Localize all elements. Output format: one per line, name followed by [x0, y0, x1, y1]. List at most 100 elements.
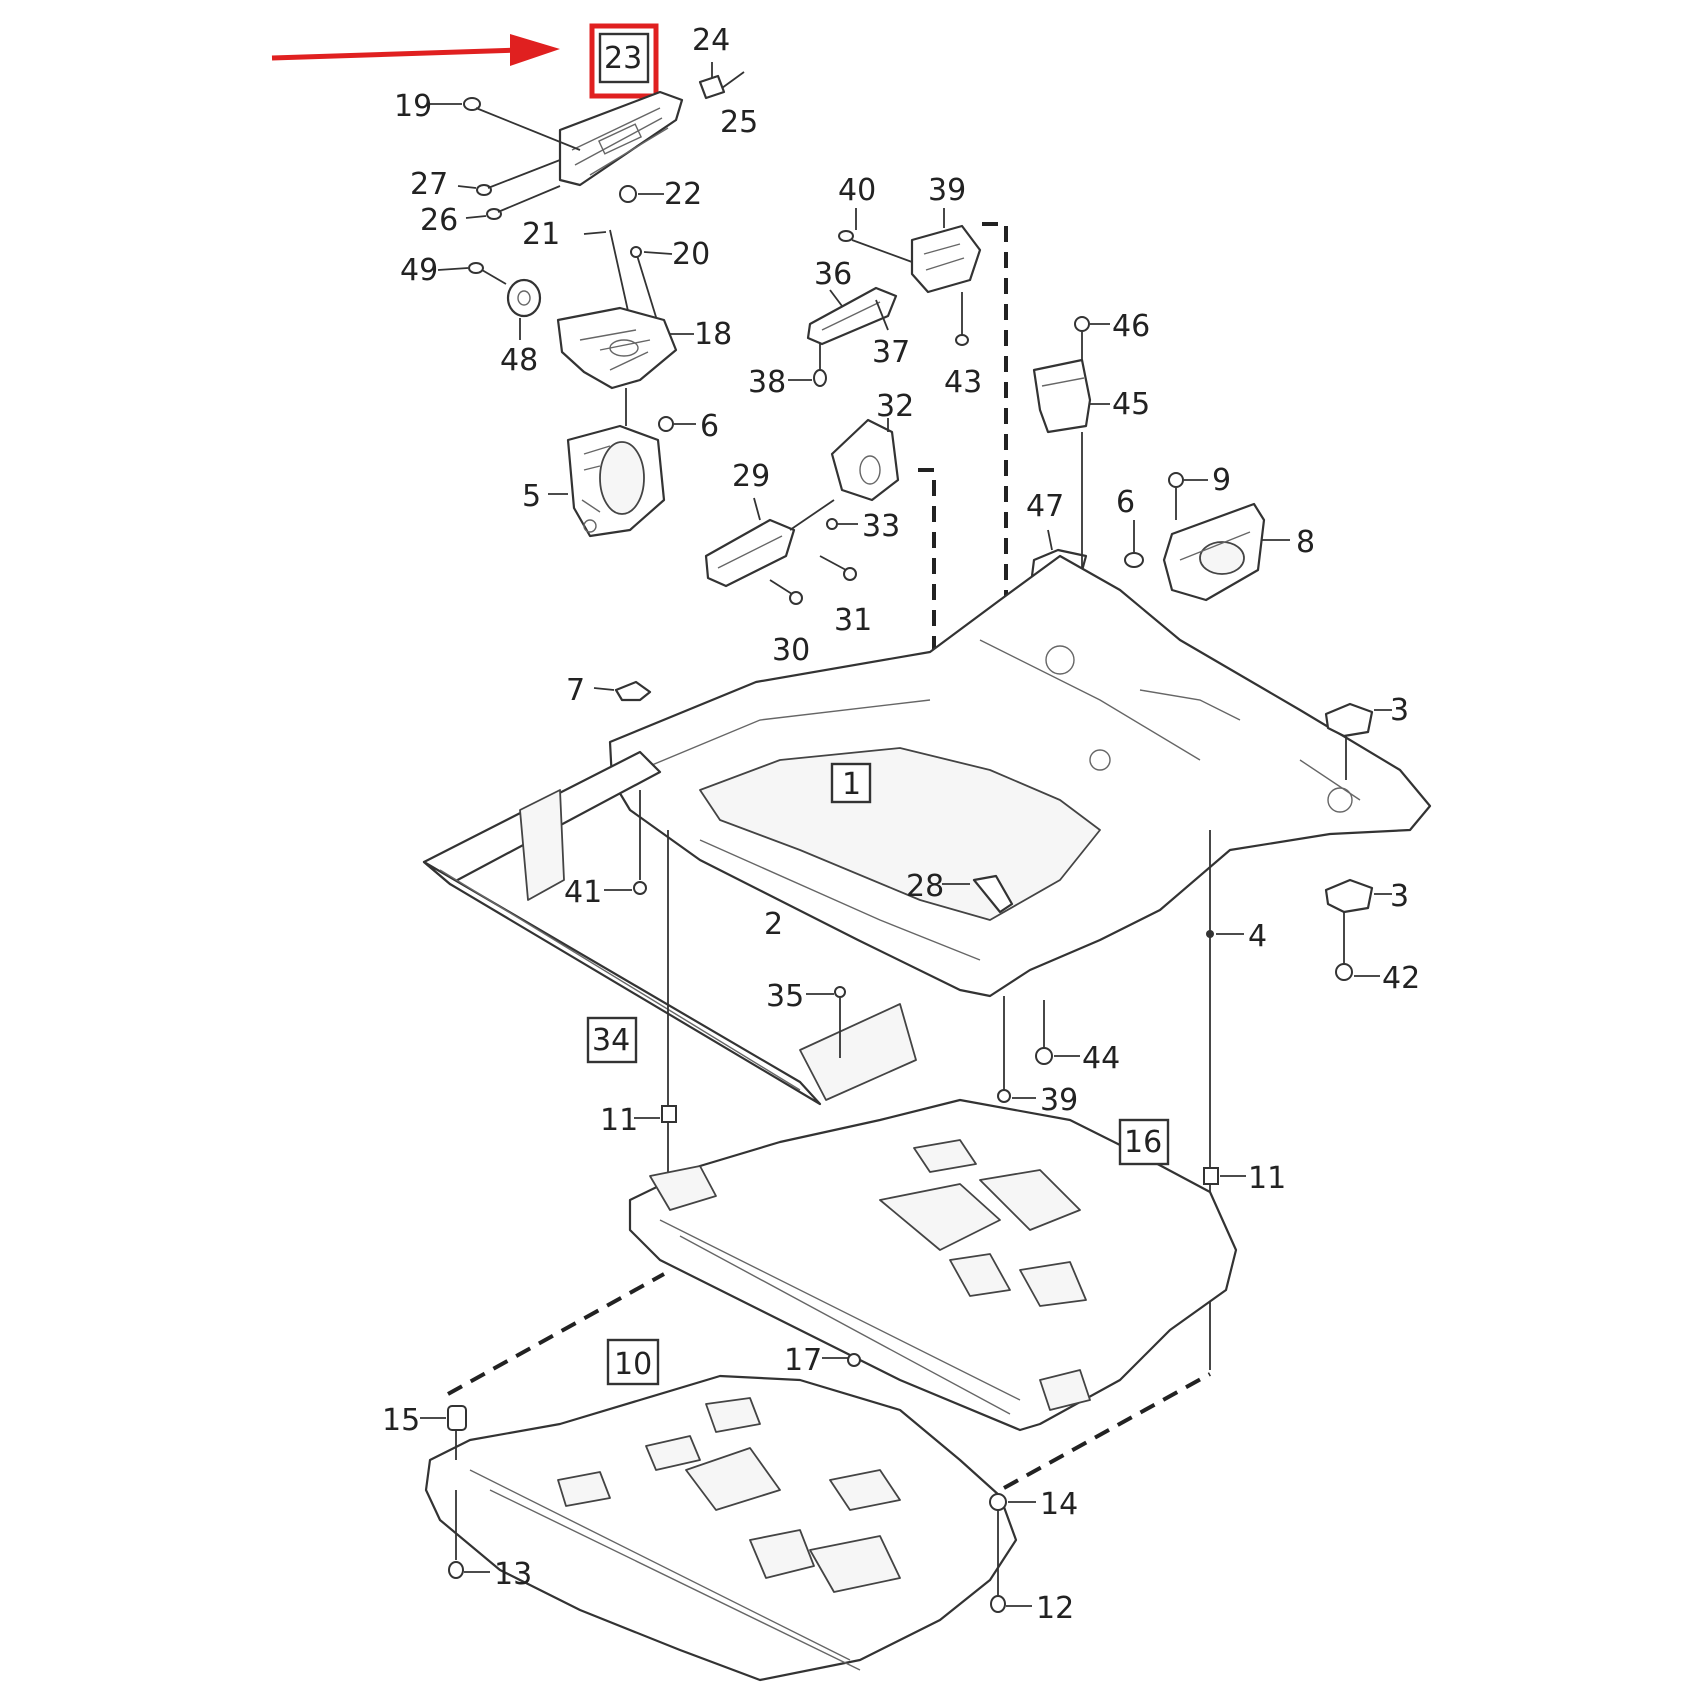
torque-rod-23	[558, 90, 684, 187]
bolt-33	[826, 518, 858, 530]
label-47: 47	[1026, 489, 1064, 524]
label-34: 34	[592, 1023, 630, 1058]
bolt-44	[1035, 1000, 1080, 1065]
label-18: 18	[694, 317, 732, 352]
label-box-23	[598, 32, 650, 84]
label-16: 16	[1124, 1125, 1162, 1160]
bolt-40	[838, 208, 913, 263]
bushing-24	[698, 62, 745, 100]
label-45: 45	[1112, 387, 1150, 422]
highlight-arrow	[271, 34, 560, 66]
nut-11-left	[634, 830, 677, 1180]
stud-21	[583, 229, 631, 321]
bolt-37	[875, 299, 889, 331]
label-8: 8	[1296, 525, 1315, 560]
label-4: 4	[1248, 919, 1267, 954]
bracket-39	[910, 208, 982, 294]
label-25: 25	[720, 105, 758, 140]
callout-labels: 23 24 25 19 27 26 22 21 20 49 48 18 6 5 …	[382, 23, 1420, 1626]
clip-7	[593, 680, 652, 702]
clip-28	[942, 874, 1014, 914]
label-44: 44	[1082, 1041, 1120, 1076]
splash-shield-16	[628, 1098, 1238, 1432]
label-15: 15	[382, 1403, 420, 1438]
label-36: 36	[814, 257, 852, 292]
label-48: 48	[500, 343, 538, 378]
mount-8	[1162, 502, 1290, 602]
bolt-39-lower	[997, 996, 1036, 1103]
bolt-30	[769, 579, 803, 605]
bracket-32	[830, 418, 900, 502]
label-32: 32	[876, 389, 914, 424]
label-30: 30	[772, 633, 810, 668]
label-6-upper: 6	[700, 409, 719, 444]
label-17: 17	[784, 1343, 822, 1378]
label-9: 9	[1212, 463, 1231, 498]
plug-15	[420, 1405, 467, 1460]
label-39-lower: 39	[1040, 1083, 1078, 1118]
bolt-27	[457, 159, 561, 196]
bracket-29	[704, 497, 835, 588]
label-38: 38	[748, 365, 786, 400]
nut-22	[619, 185, 664, 203]
label-11-right: 11	[1248, 1161, 1286, 1196]
label-box-16	[1118, 1118, 1170, 1166]
label-box-1	[830, 762, 872, 804]
label-7: 7	[566, 673, 585, 708]
label-box-34	[586, 1016, 638, 1064]
label-3-lower: 3	[1390, 879, 1409, 914]
label-43: 43	[944, 365, 982, 400]
bolt-13	[448, 1490, 490, 1579]
bolt-46	[1074, 316, 1110, 360]
label-14: 14	[1040, 1487, 1078, 1522]
bolt-19	[430, 97, 581, 151]
bushing-3-upper	[1324, 702, 1392, 780]
bolt-41	[604, 790, 647, 895]
label-1: 1	[842, 767, 861, 802]
bracket-18	[556, 306, 694, 390]
lower-shield-10	[424, 1374, 1018, 1682]
label-27: 27	[410, 167, 448, 202]
label-11-left: 11	[600, 1103, 638, 1138]
label-26: 26	[420, 203, 458, 238]
bolt-35	[806, 986, 846, 1058]
bolt-6-upper	[658, 416, 696, 432]
label-24: 24	[692, 23, 730, 58]
label-49: 49	[400, 253, 438, 288]
label-46: 46	[1112, 309, 1150, 344]
label-37: 37	[872, 335, 910, 370]
clip-17	[822, 1353, 861, 1367]
label-20: 20	[672, 237, 710, 272]
label-21: 21	[522, 217, 560, 252]
label-6-right: 6	[1116, 485, 1135, 520]
label-box-10	[606, 1338, 660, 1386]
bushing-3-lower	[1324, 878, 1392, 914]
crossmember-34	[422, 750, 917, 1106]
part-23-highlight-box	[589, 23, 659, 99]
label-40: 40	[838, 173, 876, 208]
bolt-12	[990, 1510, 1032, 1613]
bolt-49	[437, 262, 507, 285]
label-29: 29	[732, 459, 770, 494]
engine-mount-5	[548, 388, 666, 538]
bracket-36	[806, 286, 898, 346]
label-2: 2	[764, 907, 783, 942]
bolt-31	[819, 555, 857, 581]
label-5: 5	[522, 479, 541, 514]
label-23: 23	[604, 41, 642, 76]
label-22: 22	[664, 177, 702, 212]
label-10: 10	[614, 1347, 652, 1382]
label-3-upper: 3	[1390, 693, 1409, 728]
label-35: 35	[766, 979, 804, 1014]
label-28: 28	[906, 869, 944, 904]
label-19: 19	[394, 89, 432, 124]
subframe-1	[608, 554, 1432, 998]
label-33: 33	[862, 509, 900, 544]
label-31: 31	[834, 603, 872, 638]
washer-48	[506, 278, 542, 340]
bolt-4	[1206, 830, 1244, 1170]
bolt-6-right	[1124, 520, 1144, 568]
bolt-42	[1335, 912, 1380, 981]
label-41: 41	[564, 875, 602, 910]
